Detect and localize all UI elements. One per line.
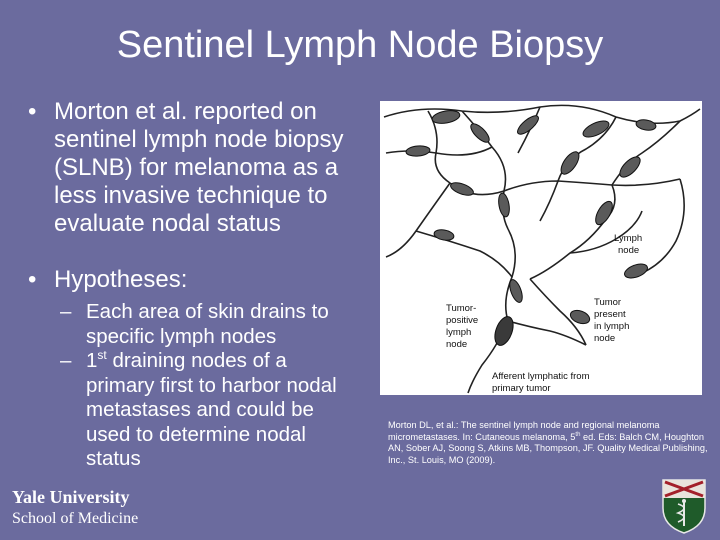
label-tumor-positive-1: Tumor- xyxy=(446,303,476,314)
citation-part2: ed. Eds: Balch CM, Houghton AN, Sober AJ… xyxy=(388,431,708,465)
yale-university-label: Yale University xyxy=(12,487,130,507)
label-tumor-positive-2: positive xyxy=(446,315,478,326)
bullet-text: Hypotheses: xyxy=(54,266,188,293)
sub-bullet-list: – Each area of skin drains to specific l… xyxy=(60,300,350,472)
label-tumor-present-4: node xyxy=(594,333,615,344)
sub-bullet-first-draining: – 1st draining nodes of a primary first … xyxy=(60,349,350,472)
label-lymph-node-1: Lymph xyxy=(614,233,642,244)
lymph-diagram: Lymph node Tumor- positive lymph node Tu… xyxy=(383,104,701,394)
slide-title: Sentinel Lymph Node Biopsy xyxy=(116,24,604,66)
sub-bullet-text-post: draining nodes of a primary first to har… xyxy=(86,349,337,470)
citation-part1: Morton DL, et al.: The sentinel lymph no… xyxy=(388,420,660,442)
yale-medicine-shield-icon xyxy=(662,479,706,534)
diagram-labels: Lymph node Tumor- positive lymph node Tu… xyxy=(446,233,642,394)
label-tumor-present-3: in lymph xyxy=(594,321,629,332)
label-tumor-positive-4: node xyxy=(446,339,467,350)
label-tumor-positive-3: lymph xyxy=(446,327,471,338)
sub-bullet-text-pre: 1 xyxy=(86,349,98,372)
school-of-medicine-label: School of Medicine xyxy=(12,510,139,527)
lymph-diagram-figure: Lymph node Tumor- positive lymph node Tu… xyxy=(380,101,702,395)
bullet-hypotheses: • Hypotheses: xyxy=(28,266,378,294)
bullet-morton: • Morton et al. reported on sentinel lym… xyxy=(28,98,378,238)
bullet-text: Morton et al. reported on sentinel lymph… xyxy=(54,98,344,237)
lymphatic-vessels xyxy=(383,104,701,394)
sub-bullet-text: Each area of skin drains to specific lym… xyxy=(86,300,329,348)
label-afferent-1: Afferent lymphatic from xyxy=(492,371,590,382)
yale-branding: Yale University School of Medicine xyxy=(12,486,138,530)
sub-bullet-skin-drains: – Each area of skin drains to specific l… xyxy=(60,300,350,349)
sub-bullet-marker: – xyxy=(60,300,72,323)
citation: Morton DL, et al.: The sentinel lymph no… xyxy=(388,420,713,466)
citation-superscript: th xyxy=(575,431,581,438)
superscript: st xyxy=(97,348,107,363)
bullet-marker: • xyxy=(28,266,37,293)
bullet-marker: • xyxy=(28,98,37,125)
sub-bullet-marker: – xyxy=(60,349,72,372)
lymph-nodes xyxy=(405,110,657,346)
label-tumor-present-1: Tumor xyxy=(594,297,621,308)
bullet-list: • Morton et al. reported on sentinel lym… xyxy=(28,98,378,472)
label-tumor-present-2: present xyxy=(594,309,626,320)
label-lymph-node-2: node xyxy=(618,245,639,256)
label-afferent-2: primary tumor xyxy=(492,383,551,394)
